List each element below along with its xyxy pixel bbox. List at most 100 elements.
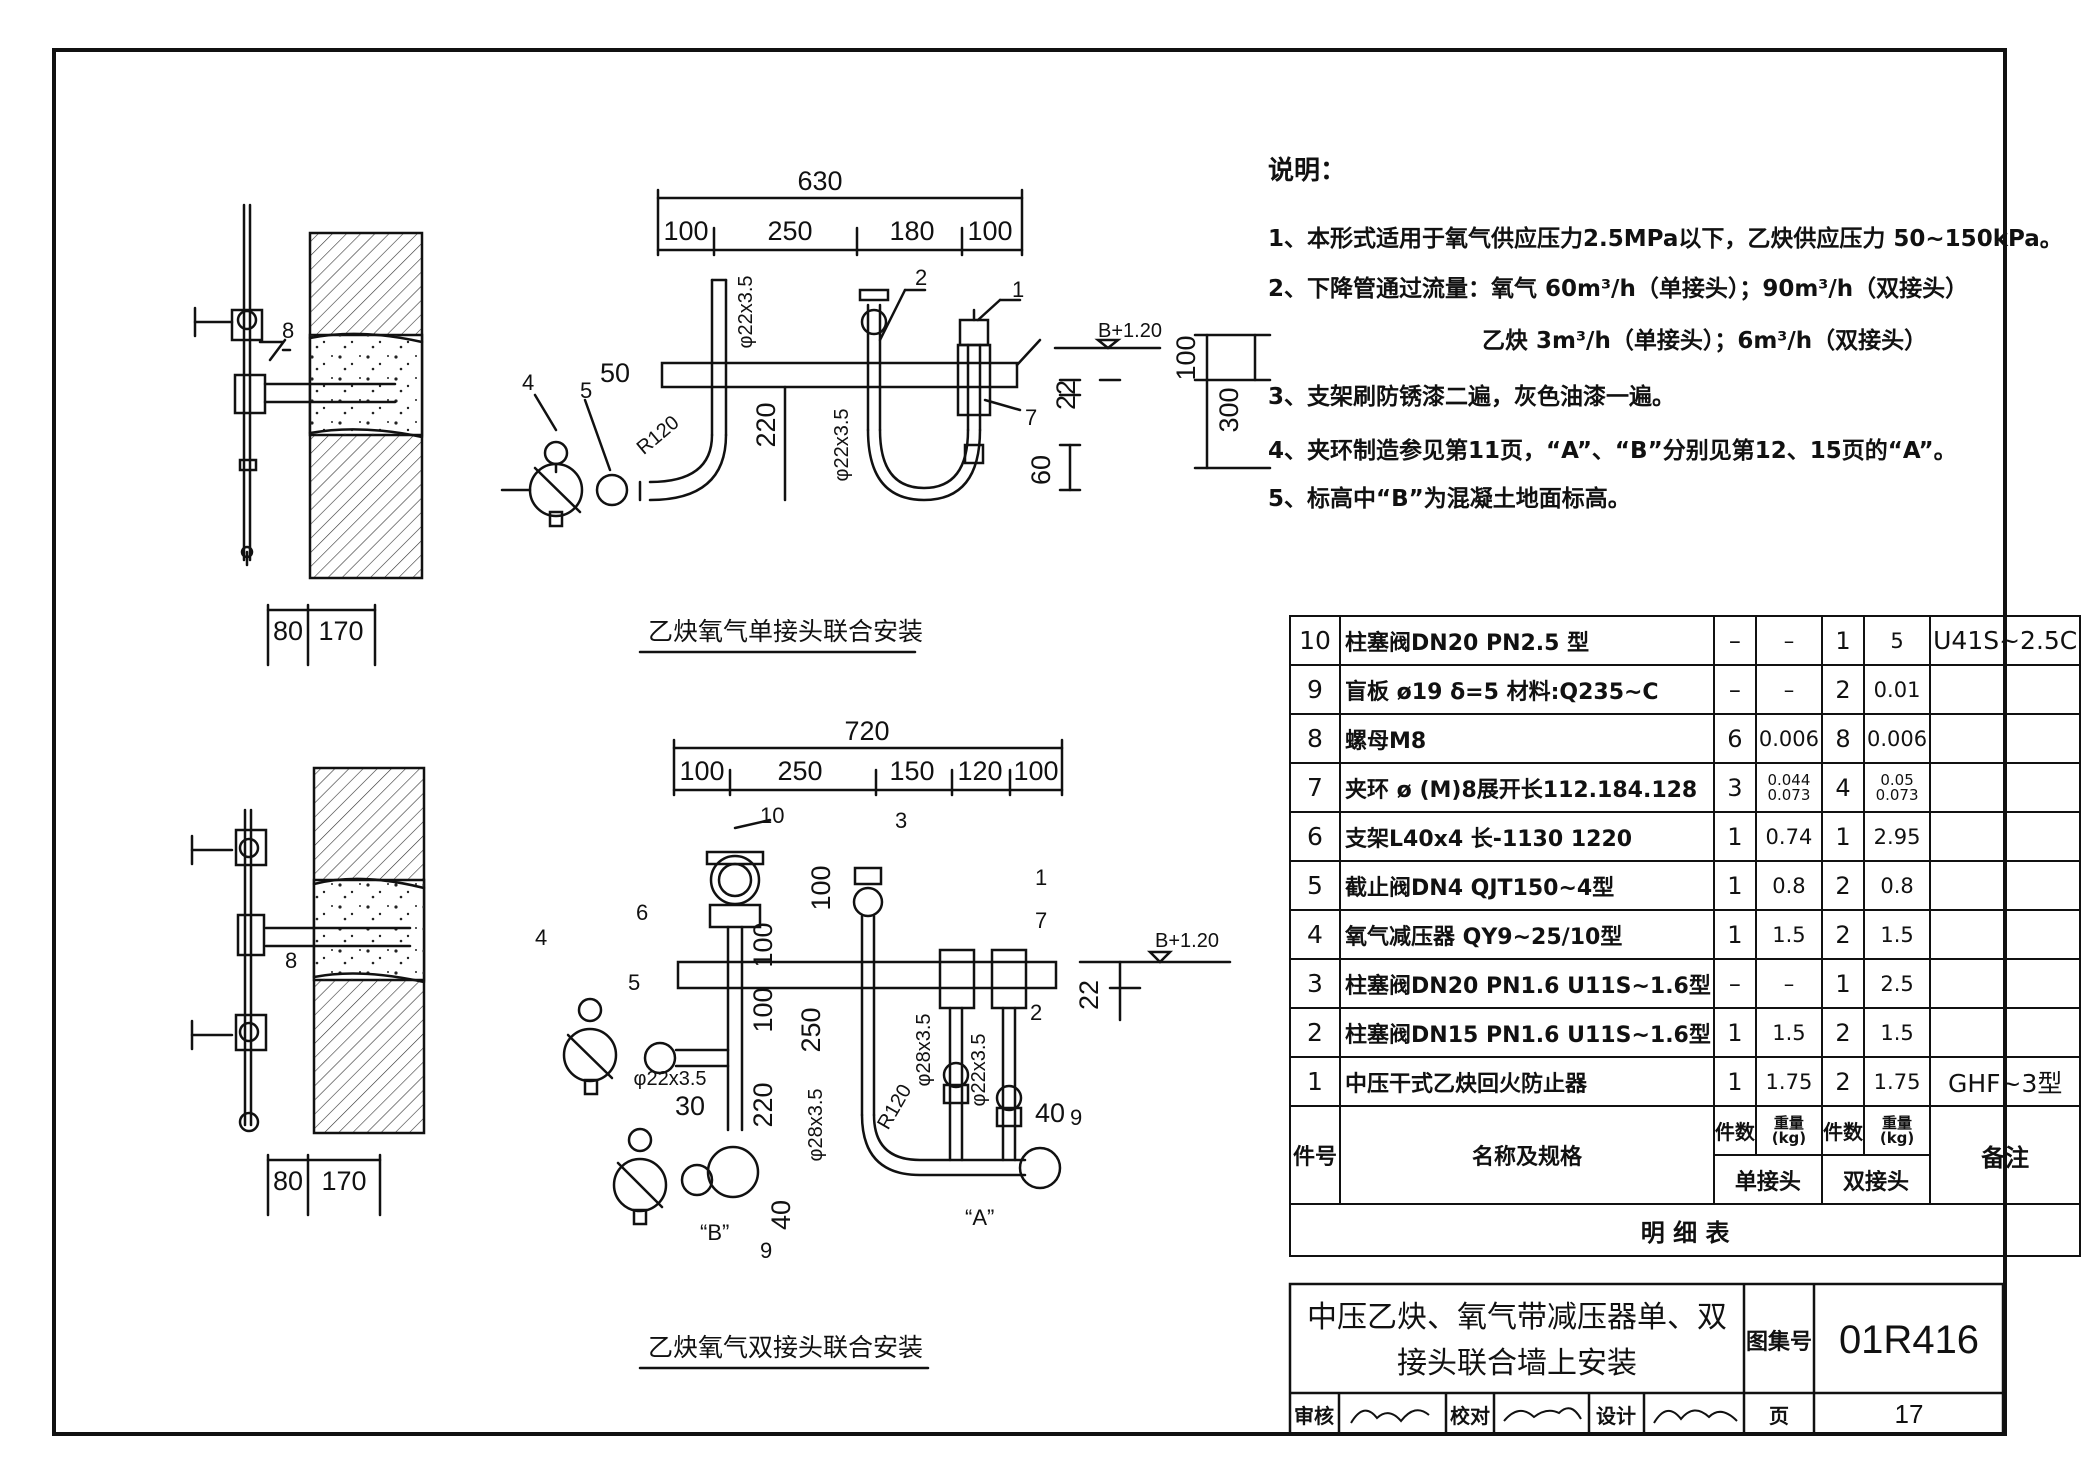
top-dim-3: 180 — [889, 216, 934, 246]
bom-cell-weight-double: 0.8 — [1862, 860, 1932, 911]
bom-cell-qty-single: – — [1712, 664, 1757, 715]
bom-cell-qty-single: – — [1712, 615, 1757, 666]
bom-header-no: 件号 — [1288, 1105, 1342, 1205]
bom-cell-no: 10 — [1288, 615, 1342, 666]
note-1: 1、本形式适用于氧气供应压力2.5MPa以下，乙炔供应压力 50~150kPa。 — [1268, 226, 2063, 252]
bottom-wall-dim-80: 80 — [273, 1166, 303, 1196]
bottom-callout-8: 8 — [285, 948, 297, 973]
bottom-marker-a: “A” — [965, 1205, 994, 1230]
bom-cell-remark — [1929, 860, 2081, 911]
bom-cell-name: 中压干式乙炔回火防止器 — [1339, 1056, 1715, 1107]
bom-cell-qty-single: 1 — [1712, 860, 1757, 911]
bom-cell-remark — [1929, 958, 2081, 1009]
bottom-dim-side-f: 30 — [675, 1091, 705, 1121]
top-callout-2: 2 — [915, 265, 927, 290]
top-elevation: B+1.20 — [1098, 320, 1162, 342]
bom-cell-qty-double: 4 — [1821, 762, 1865, 813]
bom-cell-qty-double: 2 — [1821, 909, 1865, 960]
bom-cell-qty-single: 1 — [1712, 1056, 1757, 1107]
bottom-dim-4: 120 — [957, 756, 1002, 786]
bom-cell-name: 氧气减压器 QY9~25/10型 — [1339, 909, 1715, 960]
top-dim-2: 250 — [767, 216, 812, 246]
bottom-callout-10: 10 — [760, 803, 784, 828]
bom-cell-qty-single: 1 — [1712, 811, 1757, 862]
bom-cell-qty-double: 1 — [1821, 958, 1865, 1009]
bom-cell-remark — [1929, 762, 2081, 813]
bom-cell-name: 截止阀DN4 QJT150~4型 — [1339, 860, 1715, 911]
top-callout-1: 1 — [1012, 277, 1024, 302]
bom-cell-qty-double: 2 — [1821, 1056, 1865, 1107]
title-block: 中压乙炔、氧气带减压器单、双 接头联合墙上安装 图集号 01R416 审核 校对… — [1288, 1282, 2005, 1436]
bom-cell-remark: U41S~2.5C — [1929, 615, 2081, 666]
bom-cell-name: 柱塞阀DN15 PN1.6 U11S~1.6型 — [1339, 1007, 1715, 1058]
bom-cell-qty-single: 1 — [1712, 909, 1757, 960]
tb-title-2: 接头联合墙上安装 — [1397, 1346, 1637, 1381]
top-dim-side-300: 300 — [1214, 387, 1244, 432]
bom-cell-name: 夹环 ø (M)8展开长112.184.128 — [1339, 762, 1715, 813]
note-2b: 乙炔 3m³/h（单接头）；6m³/h（双接头） — [1482, 328, 1928, 354]
bottom-callout-2: 2 — [1030, 1000, 1042, 1025]
top-dim-220: 220 — [751, 402, 781, 447]
top-dim-4: 100 — [967, 216, 1012, 246]
top-assembly — [266, 188, 1272, 667]
bottom-pipe-label-4: φ22x3.5 — [968, 1033, 990, 1106]
bom-header-double: 双接头 — [1820, 1154, 1932, 1205]
top-wall-section — [193, 203, 424, 580]
bom-header-remark: 备注 — [1929, 1105, 2081, 1205]
top-callout-4: 4 — [522, 370, 534, 395]
bottom-callout-7: 7 — [1035, 908, 1047, 933]
bottom-dim-1: 100 — [679, 756, 724, 786]
bottom-pipe-label-1: φ28x3.5 — [805, 1088, 827, 1161]
bottom-dim-5: 100 — [1013, 756, 1058, 786]
top-pipe-label-1: φ22x3.5 — [735, 275, 757, 348]
bom-cell-weight-double: 2.5 — [1862, 958, 1932, 1009]
tb-review: 审核 — [1294, 1404, 1334, 1428]
bottom-dim-side-d: 250 — [796, 1007, 826, 1052]
bottom-pipe-label-2: φ22x3.5 — [633, 1068, 706, 1090]
top-dim-side-100: 100 — [1171, 335, 1201, 380]
top-callout-8: 8 — [282, 318, 294, 343]
bom-cell-no: 6 — [1288, 811, 1342, 862]
bottom-radius-label: R120 — [873, 1081, 916, 1133]
bom-cell-qty-double: 2 — [1821, 860, 1865, 911]
bom-cell-no: 9 — [1288, 664, 1342, 715]
bom-cell-weight-single: 0.8 — [1754, 860, 1824, 911]
bottom-dim-side-a: 100 — [806, 865, 836, 910]
top-callout-7: 7 — [1025, 405, 1037, 430]
top-dim-1: 100 — [663, 216, 708, 246]
bottom-callout-4: 4 — [535, 925, 547, 950]
bom-cell-qty-double: 1 — [1821, 615, 1865, 666]
bom-cell-qty-double: 8 — [1821, 713, 1865, 764]
bom-header-name: 名称及规格 — [1339, 1105, 1715, 1205]
bottom-callout-9b: 9 — [1070, 1105, 1082, 1130]
bom-cell-no: 4 — [1288, 909, 1342, 960]
bom-cell-remark — [1929, 713, 2081, 764]
bom-cell-name: 螺母M8 — [1339, 713, 1715, 764]
bom-cell-weight-double: 0.006 — [1862, 713, 1932, 764]
tb-title-1: 中压乙炔、氧气带减压器单、双 — [1307, 1300, 1727, 1335]
tb-page-label: 页 — [1769, 1404, 1789, 1428]
top-radius-label: R120 — [633, 412, 684, 460]
note-4: 4、夹环制造参见第11页，“A”、“B”分别见第12、15页的“A”。 — [1268, 438, 1957, 464]
top-dim-side-22: 22 — [1051, 380, 1081, 410]
bom-cell-no: 2 — [1288, 1007, 1342, 1058]
bottom-pipe-label-3: φ28x3.5 — [913, 1013, 935, 1086]
bom-cell-name: 柱塞阀DN20 PN1.6 U11S~1.6型 — [1339, 958, 1715, 1009]
bom-cell-name: 柱塞阀DN20 PN2.5 型 — [1339, 615, 1715, 666]
note-2: 2、下降管通过流量：氧气 60m³/h（单接头）；90m³/h（双接头） — [1268, 276, 1969, 302]
bom-cell-remark — [1929, 909, 2081, 960]
bom-cell-weight-double: 1.5 — [1862, 1007, 1932, 1058]
bom-cell-weight-single: 0.006 — [1754, 713, 1824, 764]
bottom-dim-3: 150 — [889, 756, 934, 786]
bom-cell-qty-single: 3 — [1712, 762, 1757, 813]
